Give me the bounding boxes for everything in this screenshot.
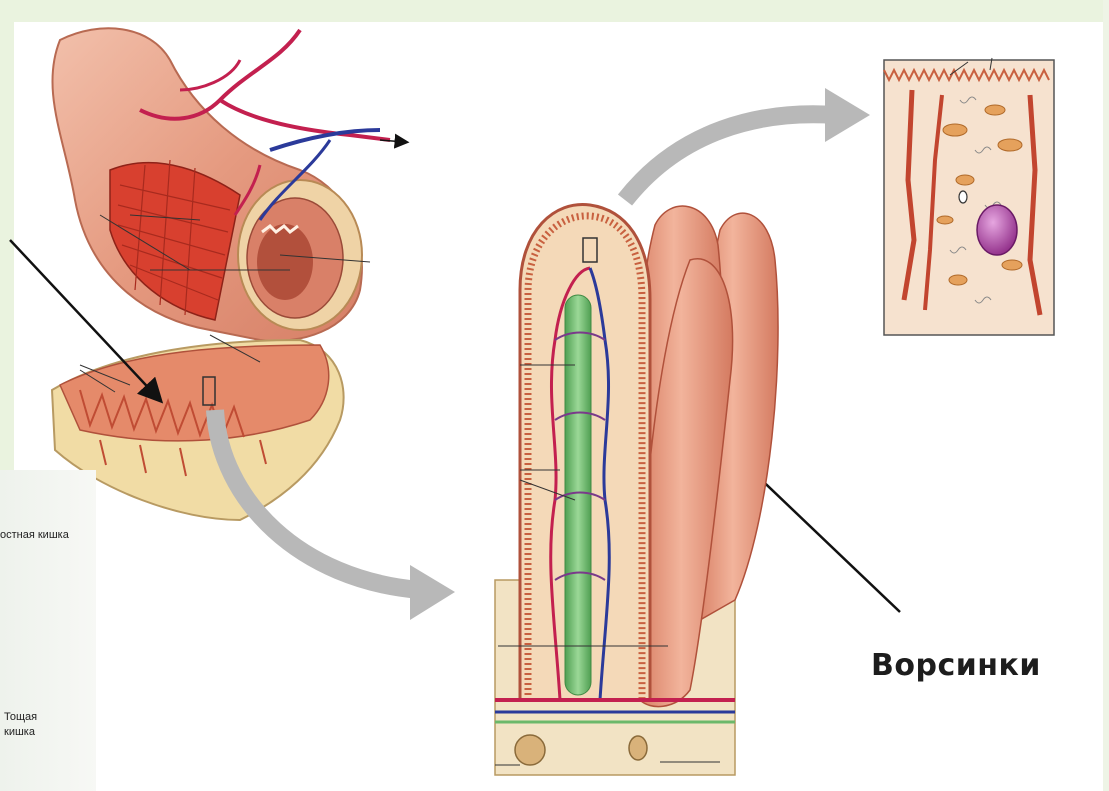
- vacuole: [959, 191, 967, 203]
- enterocyte-inset: [884, 58, 1054, 335]
- lacteal: [565, 295, 591, 695]
- tube-lumen: [257, 224, 313, 300]
- inset-label-duodenum: остная кишка: [0, 528, 69, 542]
- villi-label: Ворсинки: [871, 648, 1041, 683]
- cropped-reference-panel: остная кишка Тощая кишка: [0, 470, 96, 791]
- lymph-nodule-1: [515, 735, 545, 765]
- nucleus: [977, 205, 1017, 255]
- section-mucosa: [60, 345, 329, 441]
- inset-label-jejunum-1: Тощая: [4, 710, 37, 724]
- vessel-arrow: [380, 140, 405, 142]
- intestine-segment: [52, 28, 405, 341]
- flow-arrow-curve-2: [625, 114, 835, 200]
- inset-label-jejunum-2: кишка: [4, 725, 35, 739]
- flow-arrow-head-1: [410, 565, 455, 620]
- villus-detail: [495, 204, 778, 775]
- lymph-nodule-2: [629, 736, 647, 760]
- flow-arrow-head-2: [825, 88, 870, 142]
